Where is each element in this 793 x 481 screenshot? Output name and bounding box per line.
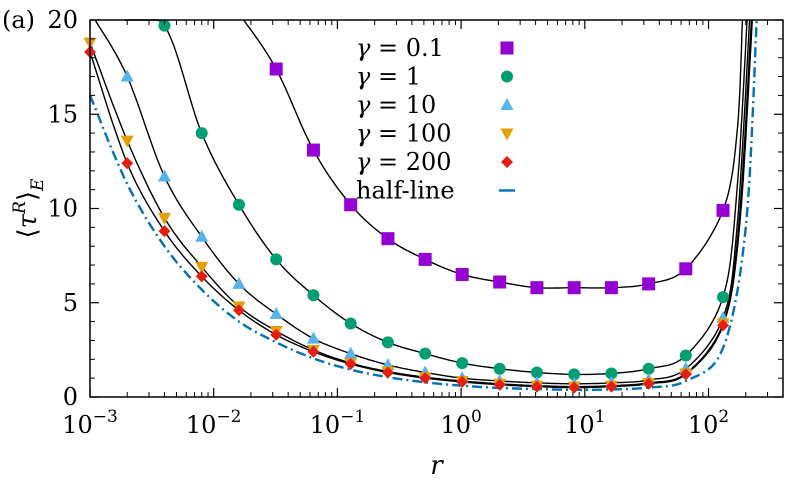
data-point bbox=[642, 277, 656, 291]
data-point bbox=[679, 368, 692, 381]
data-point bbox=[419, 347, 432, 360]
axis-ticks bbox=[89, 19, 784, 398]
data-point bbox=[232, 276, 246, 289]
data-point bbox=[381, 232, 395, 246]
legend-marker bbox=[500, 98, 514, 110]
data-points bbox=[83, 19, 730, 394]
data-point bbox=[605, 380, 618, 393]
data-point bbox=[717, 319, 730, 332]
data-point bbox=[306, 331, 320, 344]
data-point bbox=[195, 270, 208, 283]
data-point bbox=[344, 346, 358, 359]
data-point bbox=[642, 377, 655, 390]
legend-label: γ = 1 bbox=[356, 63, 421, 91]
x-tick-label: 10−2 bbox=[186, 407, 242, 439]
data-point bbox=[307, 345, 320, 358]
x-axis-label: r bbox=[430, 451, 444, 481]
data-point bbox=[381, 336, 394, 349]
data-point bbox=[344, 198, 358, 212]
legend-label: γ = 100 bbox=[356, 120, 452, 148]
data-point bbox=[120, 135, 134, 148]
legend-marker bbox=[501, 70, 513, 83]
data-point bbox=[493, 378, 506, 391]
data-point bbox=[269, 62, 283, 76]
data-point bbox=[717, 291, 730, 304]
data-point bbox=[604, 281, 618, 295]
data-point bbox=[679, 349, 692, 362]
x-tick-label: 10−1 bbox=[310, 407, 366, 439]
x-tick-label: 10−3 bbox=[62, 407, 118, 439]
data-point bbox=[157, 169, 171, 182]
data-point bbox=[493, 275, 507, 289]
legend-marker bbox=[500, 128, 514, 141]
data-point bbox=[493, 362, 506, 375]
data-point bbox=[605, 367, 618, 380]
data-point bbox=[530, 380, 543, 393]
data-point bbox=[530, 366, 543, 379]
legend-marker bbox=[500, 41, 514, 55]
y-tick-label: 20 bbox=[47, 6, 78, 34]
data-point bbox=[307, 289, 320, 302]
x-tick-label: 101 bbox=[564, 407, 605, 439]
data-point bbox=[456, 357, 469, 370]
data-point bbox=[121, 157, 134, 170]
y-tick-label: 5 bbox=[63, 289, 78, 317]
data-point bbox=[567, 281, 581, 295]
data-point bbox=[158, 19, 171, 32]
data-point bbox=[344, 358, 357, 371]
legend-label: γ = 10 bbox=[356, 91, 436, 119]
fit-curve bbox=[243, 19, 744, 289]
data-point bbox=[679, 262, 693, 276]
data-point bbox=[568, 368, 581, 381]
data-point bbox=[344, 317, 357, 330]
data-point bbox=[381, 366, 394, 379]
data-point bbox=[270, 328, 283, 341]
data-point bbox=[232, 198, 245, 211]
x-tick-label: 100 bbox=[440, 407, 481, 439]
data-point bbox=[568, 381, 581, 394]
data-point bbox=[120, 69, 134, 82]
legend-label: half-line bbox=[356, 177, 455, 205]
data-point bbox=[270, 253, 283, 266]
data-point bbox=[456, 375, 469, 388]
legend-label: γ = 0.1 bbox=[356, 34, 444, 62]
y-tick-label: 0 bbox=[63, 383, 78, 411]
data-point bbox=[157, 212, 171, 225]
data-point bbox=[306, 143, 320, 157]
data-point bbox=[195, 229, 209, 242]
data-point bbox=[716, 203, 730, 217]
y-axis-label: ⟨τR⟩E bbox=[10, 178, 48, 239]
data-point bbox=[642, 362, 655, 375]
fit-curve bbox=[89, 19, 753, 389]
plot-frame bbox=[89, 19, 784, 398]
data-point bbox=[269, 307, 283, 320]
data-point bbox=[419, 372, 432, 385]
data-point bbox=[455, 267, 469, 281]
legend-label: γ = 200 bbox=[356, 148, 452, 176]
data-point bbox=[195, 261, 209, 274]
half-line-curve bbox=[88, 19, 758, 392]
data-point bbox=[418, 252, 432, 266]
y-tick-label: 10 bbox=[47, 195, 78, 223]
y-tick-label: 15 bbox=[47, 100, 78, 128]
fit-curve bbox=[89, 19, 753, 388]
panel-label: (a) bbox=[2, 6, 35, 34]
data-point bbox=[195, 127, 208, 140]
data-point bbox=[232, 304, 245, 317]
half-line-curve-path bbox=[88, 19, 758, 392]
data-point bbox=[530, 281, 544, 295]
x-tick-label: 102 bbox=[688, 407, 729, 439]
data-point bbox=[158, 225, 171, 238]
legend-marker bbox=[501, 156, 513, 168]
fit-curve bbox=[94, 19, 751, 385]
